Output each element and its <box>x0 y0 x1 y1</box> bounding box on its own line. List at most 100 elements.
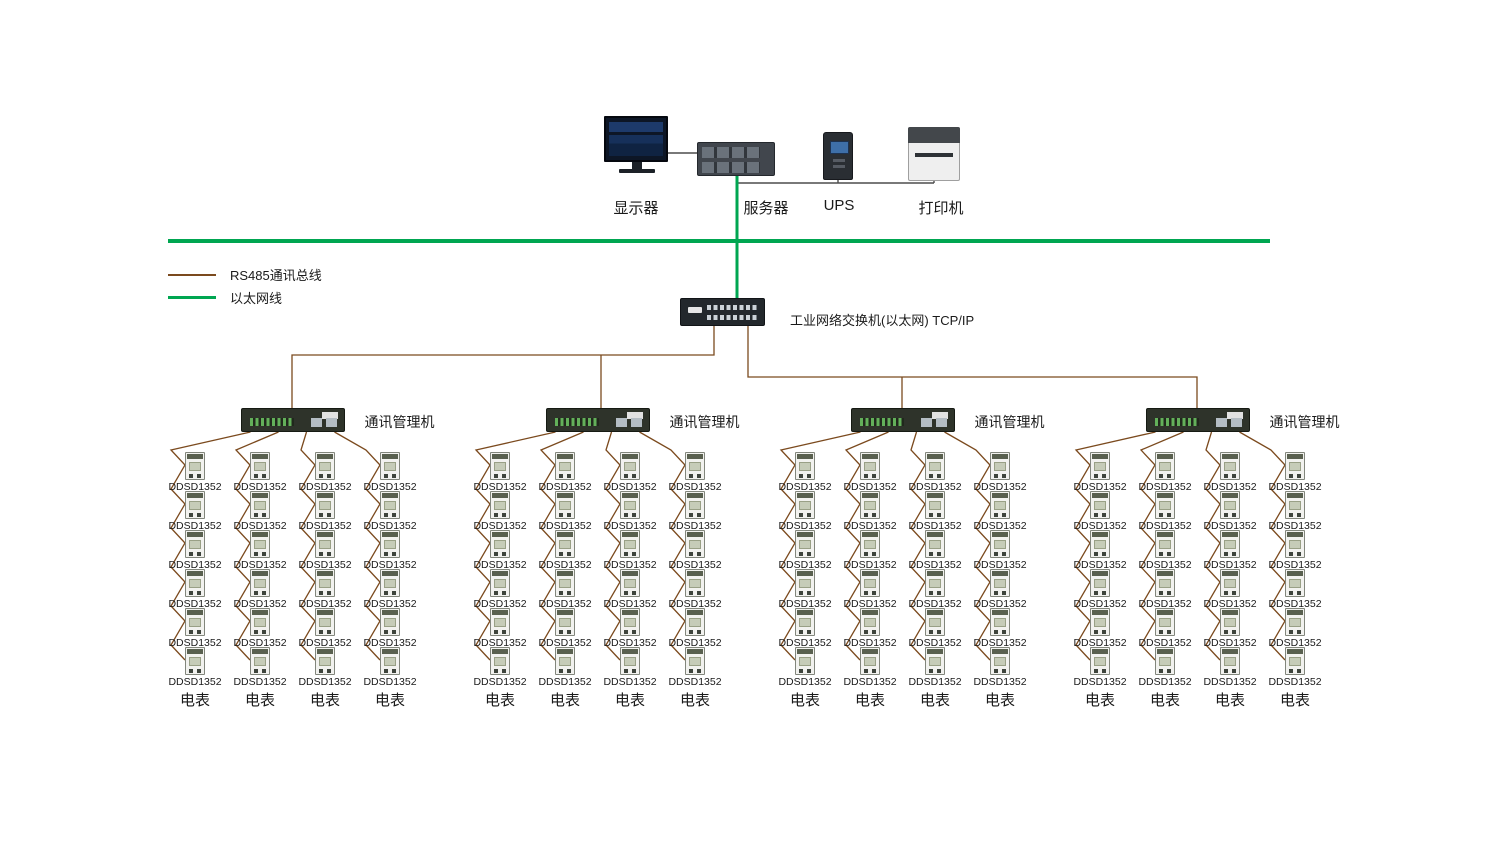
meter-type-label: 电表 <box>919 692 950 709</box>
meter-device <box>315 569 335 597</box>
wire <box>1205 431 1221 661</box>
comm-manager-device <box>850 408 955 432</box>
meter-device <box>990 608 1010 636</box>
wire <box>944 431 991 661</box>
meter-model-label: DDSD1352 <box>233 676 287 688</box>
comm-manager-label: 通讯管理机 <box>974 414 1045 430</box>
meter-model-label: DDSD1352 <box>1268 520 1322 532</box>
meter-model-label: DDSD1352 <box>363 637 417 649</box>
meter-device <box>185 569 205 597</box>
meter-type-label: 电表 <box>1214 692 1245 709</box>
meter-device <box>795 491 815 519</box>
printer-device <box>908 127 960 181</box>
comm-manager-device <box>1145 408 1250 432</box>
meter-model-label: DDSD1352 <box>473 559 527 571</box>
meter-device <box>925 452 945 480</box>
meter-model-label: DDSD1352 <box>973 676 1027 688</box>
meter-model-label: DDSD1352 <box>168 520 222 532</box>
wire <box>605 431 621 661</box>
meter-type-label: 电表 <box>549 692 580 709</box>
meter-device <box>1285 608 1305 636</box>
meter-device <box>315 647 335 675</box>
meter-device <box>185 491 205 519</box>
meter-device <box>685 569 705 597</box>
meter-device <box>490 569 510 597</box>
meter-type-label: 电表 <box>1084 692 1115 709</box>
meter-model-label: DDSD1352 <box>908 676 962 688</box>
meter-device <box>1155 530 1175 558</box>
meter-device <box>860 491 880 519</box>
meter-model-label: DDSD1352 <box>603 676 657 688</box>
meter-model-label: DDSD1352 <box>778 598 832 610</box>
meter-device <box>185 530 205 558</box>
meter-type-label: 电表 <box>179 692 210 709</box>
server-device <box>697 142 775 176</box>
meter-device <box>1285 530 1305 558</box>
meter-model-label: DDSD1352 <box>908 598 962 610</box>
meter-model-label: DDSD1352 <box>233 559 287 571</box>
manager-sticker <box>1226 412 1243 419</box>
meter-model-label: DDSD1352 <box>973 520 1027 532</box>
meter-device <box>795 452 815 480</box>
meter-model-label: DDSD1352 <box>603 598 657 610</box>
meter-device <box>1155 452 1175 480</box>
meter-type-label: 电表 <box>244 692 275 709</box>
wire <box>779 431 861 661</box>
meter-model-label: DDSD1352 <box>1073 637 1127 649</box>
meter-device <box>860 452 880 480</box>
meter-model-label: DDSD1352 <box>778 559 832 571</box>
meter-device <box>490 647 510 675</box>
meter-device <box>990 530 1010 558</box>
meter-model-label: DDSD1352 <box>298 481 352 493</box>
manager-sticker <box>626 412 643 419</box>
meter-model-label: DDSD1352 <box>778 520 832 532</box>
meter-model-label: DDSD1352 <box>668 559 722 571</box>
meter-model-label: DDSD1352 <box>1268 637 1322 649</box>
meter-device <box>185 608 205 636</box>
meter-model-label: DDSD1352 <box>473 520 527 532</box>
meter-device <box>990 452 1010 480</box>
ethernet-line-swatch <box>168 296 216 299</box>
meter-model-label: DDSD1352 <box>1138 598 1192 610</box>
meter-model-label: DDSD1352 <box>298 637 352 649</box>
meter-model-label: DDSD1352 <box>973 637 1027 649</box>
meter-model-label: DDSD1352 <box>538 559 592 571</box>
meter-model-label: DDSD1352 <box>168 637 222 649</box>
meter-device <box>185 452 205 480</box>
meter-model-label: DDSD1352 <box>843 481 897 493</box>
meter-device <box>925 569 945 597</box>
meter-model-label: DDSD1352 <box>233 520 287 532</box>
meter-device <box>1090 452 1110 480</box>
manager-sticker <box>321 412 338 419</box>
meter-device <box>1220 491 1240 519</box>
meter-device <box>250 530 270 558</box>
meter-model-label: DDSD1352 <box>168 676 222 688</box>
meter-model-label: DDSD1352 <box>778 676 832 688</box>
meter-model-label: DDSD1352 <box>363 676 417 688</box>
comm-manager-device <box>240 408 345 432</box>
meter-model-label: DDSD1352 <box>363 520 417 532</box>
meter-model-label: DDSD1352 <box>298 520 352 532</box>
meter-device <box>315 530 335 558</box>
meter-model-label: DDSD1352 <box>1203 559 1257 571</box>
meter-device <box>250 491 270 519</box>
meter-device <box>315 608 335 636</box>
meter-model-label: DDSD1352 <box>168 481 222 493</box>
meter-type-label: 电表 <box>374 692 405 709</box>
meter-model-label: DDSD1352 <box>908 637 962 649</box>
meter-model-label: DDSD1352 <box>843 676 897 688</box>
meter-device <box>1155 569 1175 597</box>
meter-device <box>380 452 400 480</box>
meter-model-label: DDSD1352 <box>668 598 722 610</box>
meter-model-label: DDSD1352 <box>603 637 657 649</box>
meter-model-label: DDSD1352 <box>298 676 352 688</box>
meter-device <box>860 569 880 597</box>
meter-model-label: DDSD1352 <box>363 481 417 493</box>
meter-type-label: 电表 <box>1279 692 1310 709</box>
meter-model-label: DDSD1352 <box>168 598 222 610</box>
meter-device <box>380 608 400 636</box>
meter-device <box>555 608 575 636</box>
meter-model-label: DDSD1352 <box>973 598 1027 610</box>
meter-type-label: 电表 <box>484 692 515 709</box>
meter-model-label: DDSD1352 <box>233 598 287 610</box>
